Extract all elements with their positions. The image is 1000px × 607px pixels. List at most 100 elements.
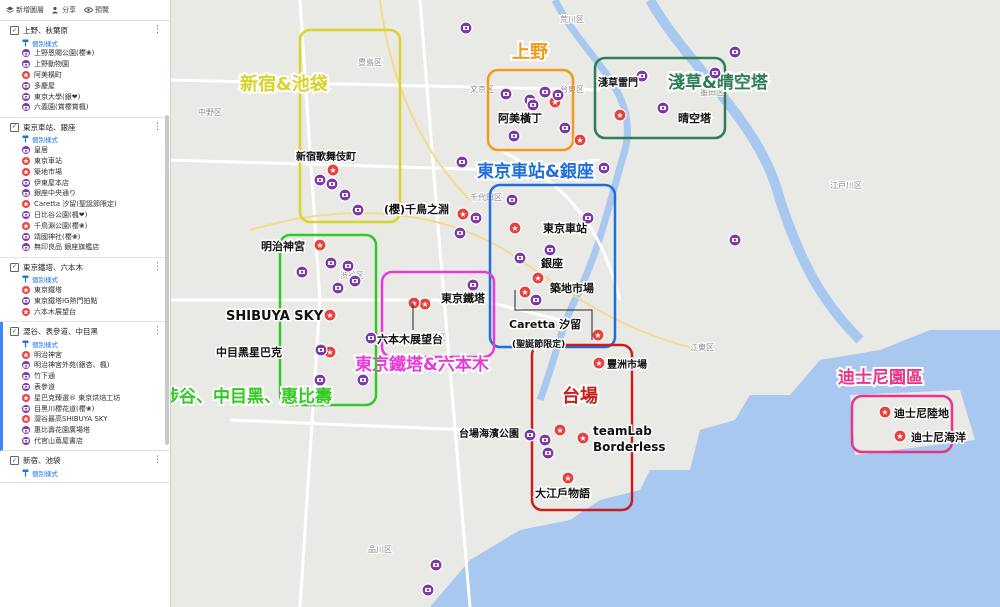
layer-item[interactable]: 皇居 (10, 145, 164, 156)
layer-section[interactable]: ✓上野、秋葉原⋮個別樣式上野恩賜公園(櫻❀)上野動物園阿美橫町多慶屋東京大學(銀… (0, 21, 170, 118)
star-marker[interactable]: ★ (407, 296, 421, 310)
camera-marker[interactable] (314, 343, 328, 357)
star-marker[interactable]: ★ (592, 356, 606, 370)
star-marker[interactable]: ★ (531, 271, 545, 285)
star-marker[interactable]: ★ (313, 238, 327, 252)
panel-scrollbar[interactable] (165, 115, 169, 445)
layer-options-icon[interactable]: ⋮ (153, 25, 162, 35)
camera-marker[interactable] (551, 88, 565, 102)
layer-header[interactable]: ✓新宿、池袋 (10, 454, 164, 467)
camera-marker[interactable] (728, 233, 742, 247)
star-marker[interactable]: ★ (576, 431, 590, 445)
layer-item[interactable]: 伊東屋本店 (10, 177, 164, 188)
layer-item[interactable]: Caretta 汐留(聖誕節限定) (10, 199, 164, 210)
camera-marker[interactable] (364, 331, 378, 345)
camera-marker[interactable] (538, 433, 552, 447)
layer-item[interactable]: 表參道 (10, 382, 164, 393)
camera-marker[interactable] (356, 373, 370, 387)
camera-marker[interactable] (558, 121, 572, 135)
star-marker[interactable]: ★ (573, 133, 587, 147)
area-outline[interactable] (850, 394, 954, 454)
camera-marker[interactable] (499, 87, 513, 101)
layer-item[interactable]: 竹下通 (10, 371, 164, 382)
camera-marker[interactable] (523, 428, 537, 442)
camera-marker[interactable] (295, 265, 309, 279)
layer-item[interactable]: 靖國神社(櫻❀) (10, 231, 164, 242)
individual-style-link[interactable]: 個別樣式 (10, 338, 164, 349)
layer-header[interactable]: ✓東京鐵塔、六本木 (10, 261, 164, 274)
layer-item[interactable]: 東京鐵塔 (10, 285, 164, 296)
camera-marker[interactable] (513, 251, 527, 265)
layer-checkbox[interactable]: ✓ (10, 456, 19, 466)
camera-marker[interactable] (469, 211, 483, 225)
star-marker[interactable]: ★ (878, 405, 892, 419)
area-outline[interactable] (298, 28, 402, 224)
layer-item[interactable]: 銀座中央通り (10, 188, 164, 199)
camera-marker[interactable] (421, 583, 435, 597)
star-marker[interactable]: ★ (508, 221, 522, 235)
star-marker[interactable]: ★ (326, 163, 340, 177)
camera-marker[interactable] (324, 256, 338, 270)
layer-checkbox[interactable]: ✓ (10, 262, 19, 272)
camera-marker[interactable] (331, 281, 345, 295)
camera-marker[interactable] (348, 274, 362, 288)
layer-item[interactable]: 千鳥淵公園(櫻❀) (10, 220, 164, 231)
camera-marker[interactable] (656, 101, 670, 115)
layer-checkbox[interactable]: ✓ (10, 26, 19, 35)
layer-item[interactable]: 星巴克臻選® 東京烘焙工坊 (10, 392, 164, 403)
star-marker[interactable]: ★ (518, 285, 532, 299)
layer-options-icon[interactable]: ⋮ (153, 455, 162, 466)
layer-checkbox[interactable]: ✓ (10, 327, 19, 337)
camera-marker[interactable] (529, 293, 543, 307)
layer-options-icon[interactable]: ⋮ (153, 326, 162, 337)
layer-header[interactable]: ✓東京車站、銀座 (10, 121, 164, 134)
camera-marker[interactable] (453, 226, 467, 240)
star-marker[interactable]: ★ (323, 308, 337, 322)
area-outline[interactable] (488, 183, 617, 349)
area-outline[interactable] (530, 343, 634, 512)
layer-options-icon[interactable]: ⋮ (153, 261, 162, 272)
add-layer-button[interactable]: 新增圖層 (6, 5, 44, 15)
camera-marker[interactable] (466, 278, 480, 292)
camera-marker[interactable] (341, 259, 355, 273)
camera-marker[interactable] (325, 177, 339, 191)
camera-marker[interactable] (507, 129, 521, 143)
area-outline[interactable] (380, 270, 496, 359)
camera-marker[interactable] (597, 161, 611, 175)
star-marker[interactable]: ★ (561, 471, 575, 485)
camera-marker[interactable] (543, 243, 557, 257)
layer-section[interactable]: ✓東京鐵塔、六本木⋮個別樣式東京鐵塔東京鐵塔IG熱門拍點六本木展望台 (0, 258, 170, 323)
individual-style-link[interactable]: 個別樣式 (10, 134, 164, 145)
layer-checkbox[interactable]: ✓ (10, 122, 19, 132)
camera-marker[interactable] (429, 558, 443, 572)
layer-item[interactable]: 六義園(賞櫻賞楓) (10, 102, 164, 113)
area-outline[interactable] (278, 233, 378, 407)
layer-section[interactable]: ✓新宿、池袋⋮個別樣式 (0, 451, 170, 484)
camera-marker[interactable] (728, 45, 742, 59)
individual-style-link[interactable]: 個別樣式 (10, 274, 164, 285)
share-button[interactable]: 分享 (52, 5, 76, 15)
preview-button[interactable]: 預覽 (84, 5, 109, 15)
layer-header[interactable]: ✓上野、秋葉原 (10, 24, 164, 37)
area-outline[interactable] (593, 56, 727, 140)
layer-item[interactable]: 澀谷最高SHIBUYA SKY (10, 414, 164, 425)
star-marker[interactable]: ★ (456, 207, 470, 221)
camera-marker[interactable] (313, 173, 327, 187)
camera-marker[interactable] (459, 21, 473, 35)
layer-item[interactable]: 東京車站 (10, 156, 164, 167)
layer-item[interactable]: 阿美橫町 (10, 70, 164, 81)
layer-item[interactable]: 代官山蔦屋書店 (10, 436, 164, 447)
star-marker[interactable]: ★ (613, 108, 627, 122)
layer-item[interactable]: 六本木展望台 (10, 306, 164, 317)
camera-marker[interactable] (708, 66, 722, 80)
camera-marker[interactable] (313, 373, 327, 387)
layer-options-icon[interactable]: ⋮ (153, 121, 162, 132)
camera-marker[interactable] (635, 69, 649, 83)
layer-item[interactable]: 多慶屋 (10, 80, 164, 91)
star-marker[interactable]: ★ (893, 429, 907, 443)
individual-style-link[interactable]: 個別樣式 (10, 467, 164, 478)
camera-marker[interactable] (538, 85, 552, 99)
camera-marker[interactable] (541, 446, 555, 460)
layer-item[interactable]: 日比谷公園(楓❤) (10, 210, 164, 221)
